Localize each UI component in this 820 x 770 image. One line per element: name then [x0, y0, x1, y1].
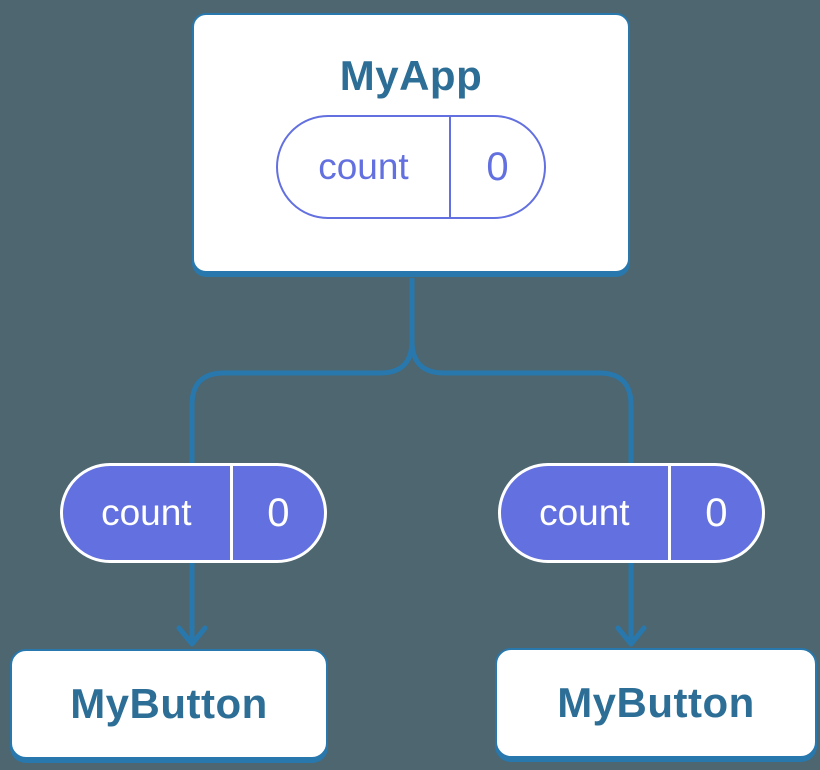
arrow-right-head	[615, 625, 647, 647]
state-value: 0	[267, 490, 290, 535]
arrow-left-head	[176, 625, 208, 647]
mybutton-left-component-card: MyButton	[10, 649, 328, 759]
mybutton-left-state-pill: count 0	[60, 463, 327, 563]
state-value: 0	[486, 144, 509, 189]
myapp-component-card: MyApp count 0	[192, 13, 630, 273]
mybutton-right-state-pill: count 0	[498, 463, 765, 563]
myapp-title: MyApp	[339, 52, 483, 99]
mybutton-left-title: MyButton	[70, 679, 268, 727]
state-label: count	[278, 117, 451, 218]
state-label: count	[501, 466, 671, 560]
mybutton-right-title: MyButton	[557, 678, 755, 726]
mybutton-right-component-card: MyButton	[495, 648, 817, 758]
state-label: count	[63, 466, 233, 560]
branch-line-left	[189, 278, 415, 466]
myapp-state-pill: count 0	[276, 115, 546, 220]
branch-line-right	[409, 278, 634, 466]
state-value: 0	[705, 490, 728, 535]
